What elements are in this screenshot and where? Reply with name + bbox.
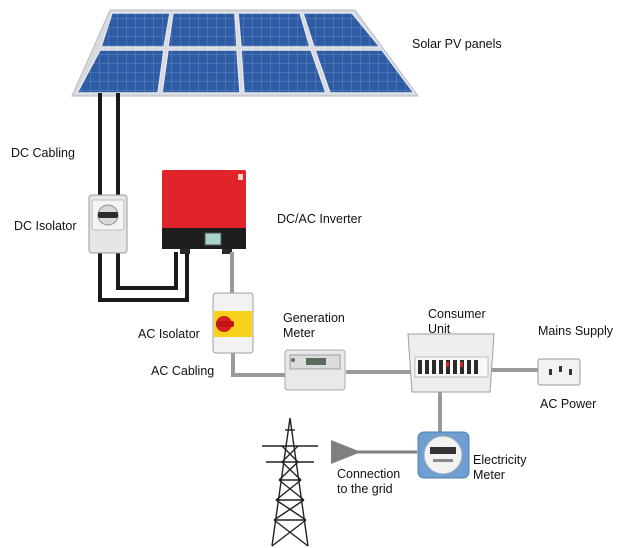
electricity-meter-device <box>417 431 470 479</box>
label-dc-cabling: DC Cabling <box>11 146 75 160</box>
generation-meter-device <box>284 349 346 391</box>
label-consumer-unit-line1: Consumer <box>428 307 486 321</box>
solar-panel <box>301 12 382 48</box>
label-electricity-meter: Electricity Meter <box>473 453 526 483</box>
label-ac-cabling: AC Cabling <box>151 364 215 378</box>
inverter-device <box>162 170 246 254</box>
label-ac-power: AC Power <box>540 397 597 411</box>
solar-panel <box>99 12 171 48</box>
label-connection-to-grid: Connection to the grid <box>337 467 400 497</box>
solar-panel <box>237 12 312 48</box>
solar-panel <box>167 12 238 48</box>
solar-panel <box>75 49 165 94</box>
label-consumer-unit: Consumer Unit <box>428 307 486 337</box>
label-consumer-unit-line2: Unit <box>428 322 451 336</box>
label-electricity-meter-line1: Electricity <box>473 453 527 467</box>
dc-isolator-device <box>88 194 128 254</box>
label-solar-pv-panels: Solar PV panels <box>412 37 502 51</box>
label-connection-line1: Connection <box>337 467 401 481</box>
label-mains-supply: Mains Supply <box>538 324 614 338</box>
consumer-unit-device <box>407 333 495 393</box>
ac-isolator-device <box>212 292 254 354</box>
label-generation-meter-line1: Generation <box>283 311 345 325</box>
solar-panel <box>161 49 241 94</box>
mains-socket-device <box>537 358 581 386</box>
label-generation-meter: Generation Meter <box>283 311 345 341</box>
solar-panel-array <box>71 9 419 97</box>
solar-panel <box>240 49 328 94</box>
label-ac-isolator: AC Isolator <box>138 327 200 341</box>
transmission-pylon-icon <box>262 417 318 547</box>
label-dc-ac-inverter: DC/AC Inverter <box>277 212 362 226</box>
solar-panel <box>313 49 416 94</box>
label-connection-line2: to the grid <box>337 482 393 496</box>
label-generation-meter-line2: Meter <box>283 326 315 340</box>
ac-cabling-lines <box>230 252 538 432</box>
label-electricity-meter-line2: Meter <box>473 468 505 482</box>
label-dc-isolator: DC Isolator <box>14 219 77 233</box>
